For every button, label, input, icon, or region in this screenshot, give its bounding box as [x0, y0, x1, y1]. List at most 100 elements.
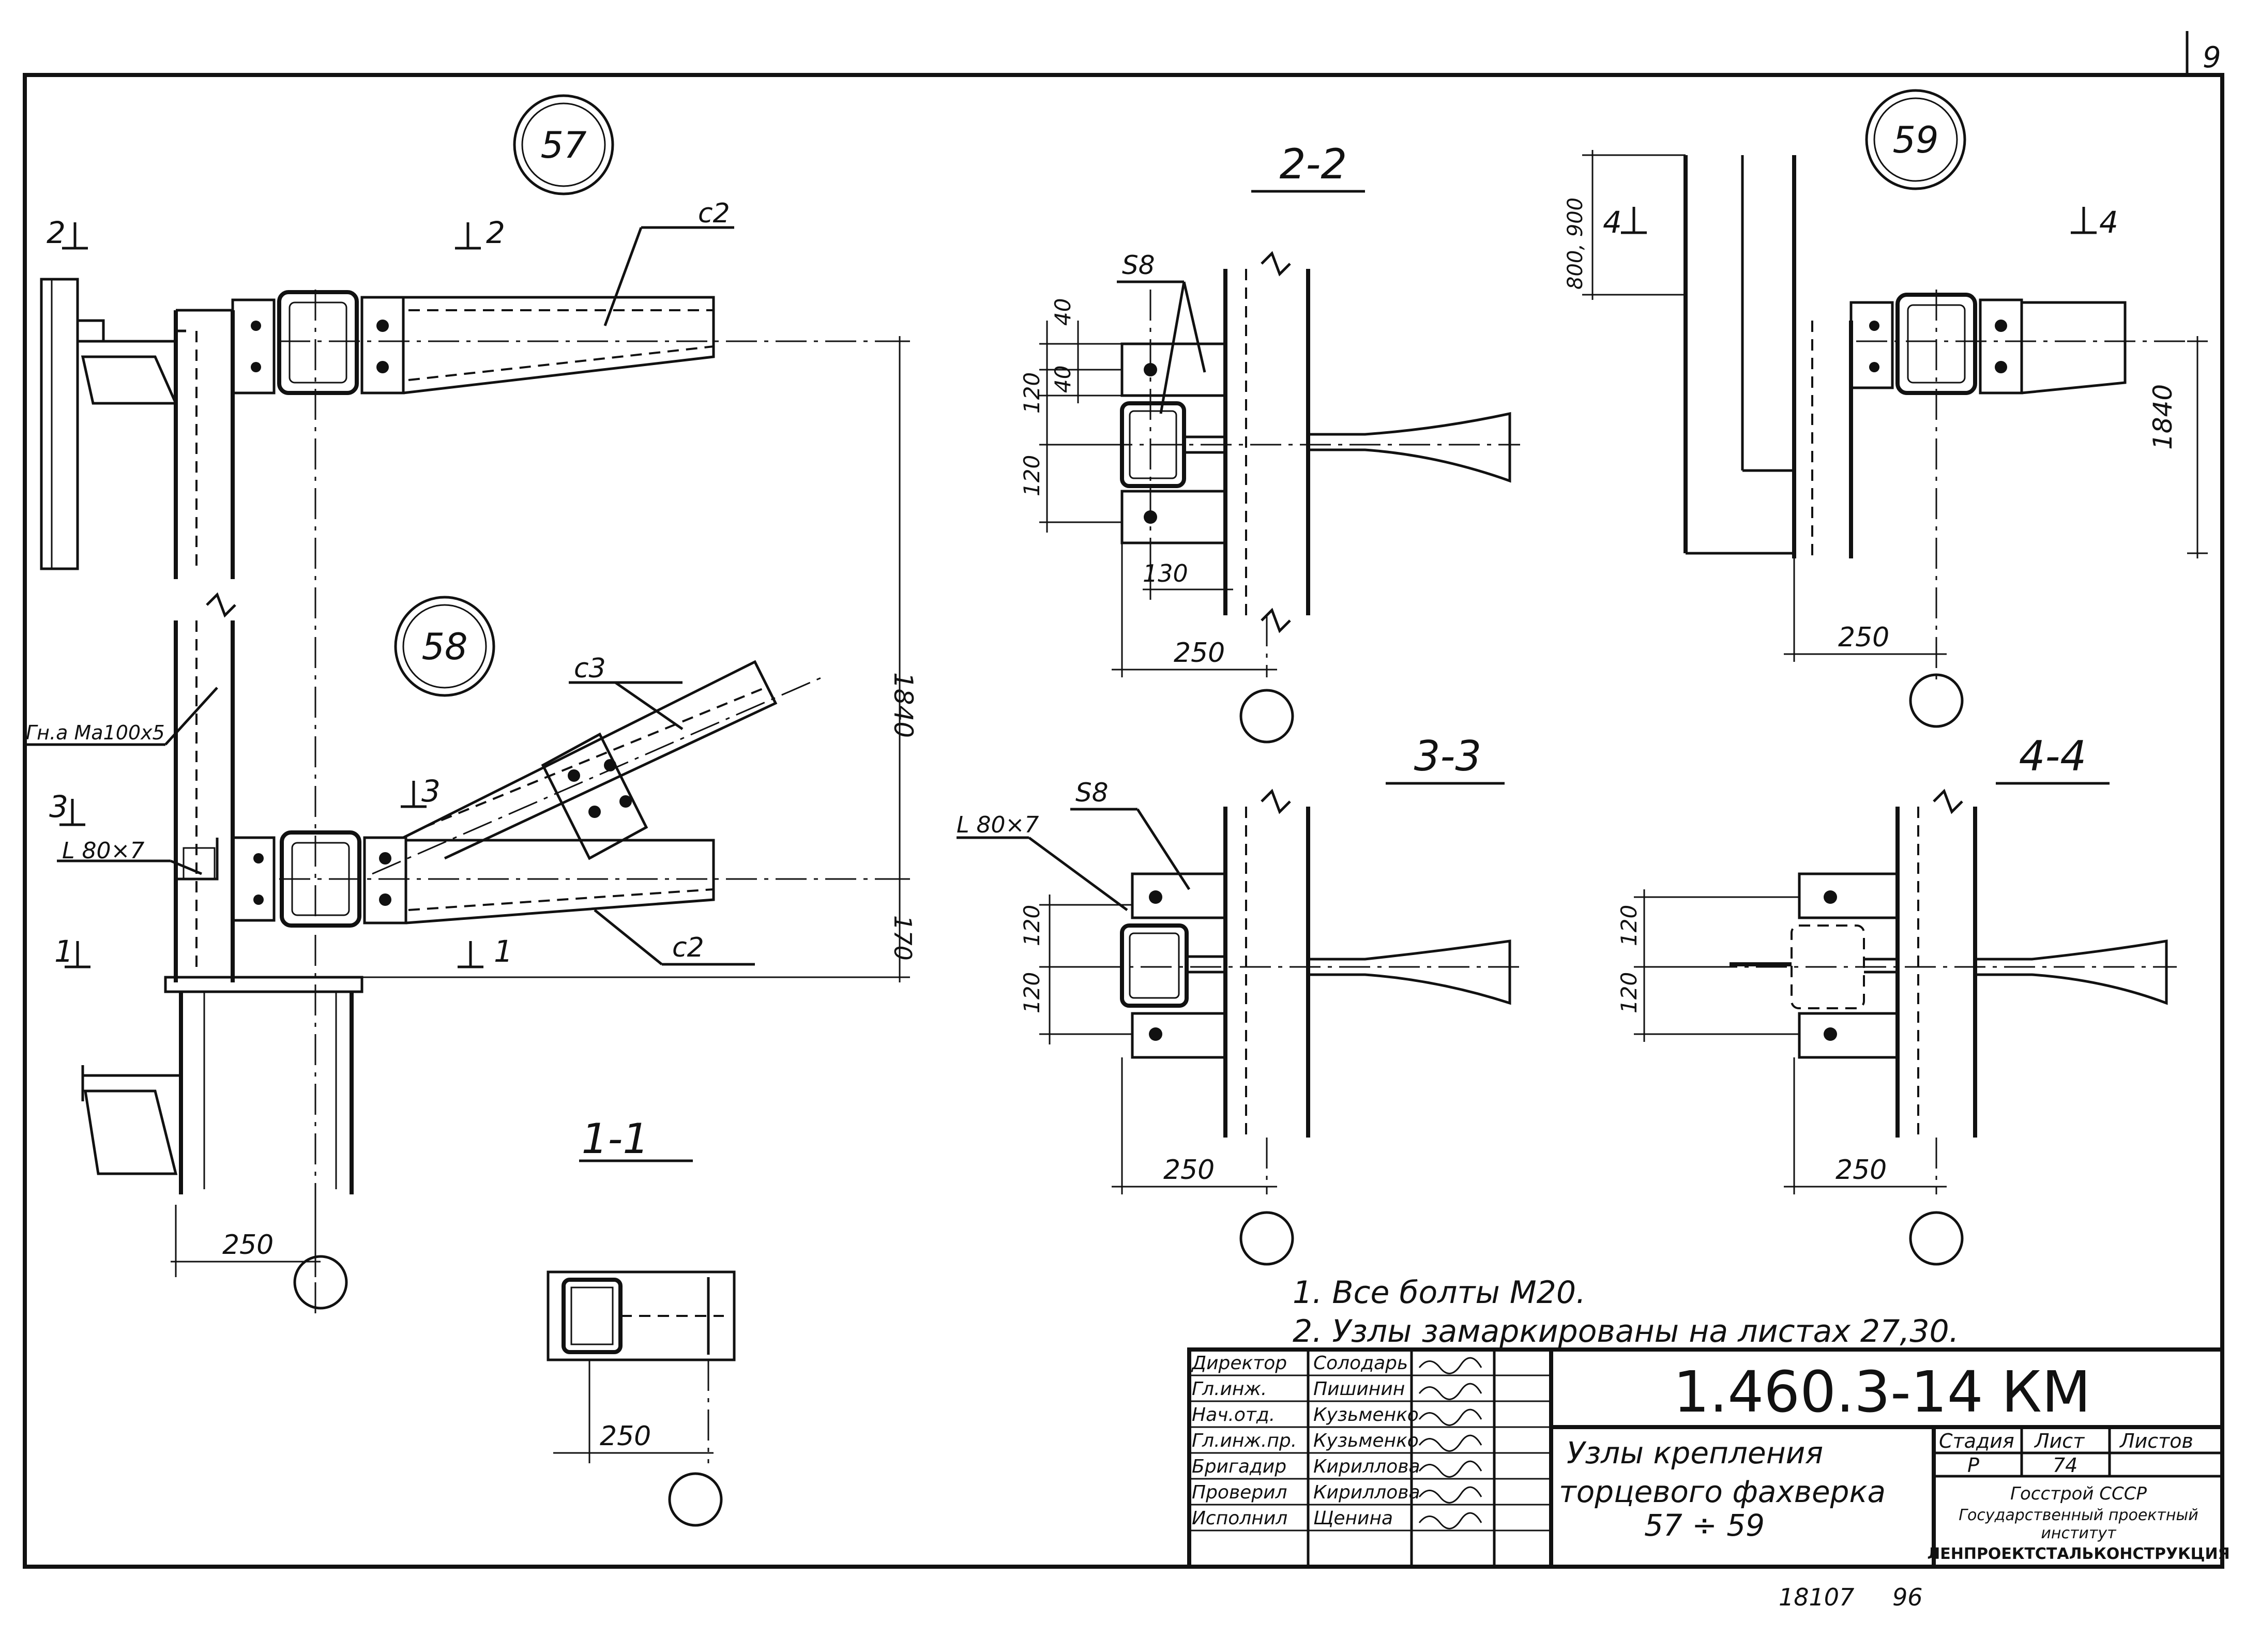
axis-bubble-section22 [1239, 689, 1294, 744]
note-1: 1. Все болты М20. [1293, 1275, 1586, 1311]
cut-1-right: 1 [494, 934, 513, 969]
dim-120-c: 120 [1019, 905, 1044, 946]
label-c2-top: c2 [698, 198, 730, 229]
section-2-2-drawing: 2-2 S8 40 40 120 120 [1019, 140, 1520, 744]
role-7: Исполнил [1192, 1508, 1287, 1529]
sheet-frame [23, 73, 2224, 1569]
name-5: Кириллова [1313, 1456, 1420, 1477]
node-59-drawing: 59 800, 900 1840 250 4 [1564, 89, 2208, 728]
cut-4-left: 4 [1603, 205, 1622, 240]
label-s8-section33: S8 [1075, 778, 1109, 808]
drawing-designation: 1.460.3-14 КМ [1673, 1359, 2091, 1425]
section-title-2-2: 2-2 [1280, 140, 1347, 188]
cut-3-right: 3 [421, 774, 441, 809]
dim-120-b: 120 [1019, 455, 1044, 496]
label-s8-section22: S8 [1122, 250, 1155, 280]
name-6: Кириллова [1313, 1482, 1420, 1503]
axis-bubble-section44 [1909, 1211, 1964, 1266]
sheet-value: 74 [2053, 1454, 2077, 1477]
title-line-3: 57 ÷ 59 [1644, 1508, 1765, 1543]
signature-7 [1418, 1512, 1482, 1529]
label-angle-2: L 80×7 [957, 812, 1039, 838]
node-57-circle [513, 94, 614, 195]
axis-bubble-node58 [293, 1255, 348, 1310]
section-4-4-drawing: 4-4 120 120 250 [1616, 732, 2177, 1266]
dim-250-section33: 250 [1163, 1155, 1215, 1186]
cut-2-left: 2 [47, 215, 66, 250]
signature-6 [1418, 1486, 1482, 1504]
axis-bubble-section33 [1239, 1211, 1294, 1266]
signature-3 [1418, 1408, 1482, 1426]
dim-170: 170 [889, 915, 917, 961]
dim-250-node58: 250 [222, 1230, 274, 1261]
role-4: Гл.инж.пр. [1192, 1430, 1297, 1451]
role-5: Бригадир [1192, 1456, 1286, 1477]
section-3-3-drawing: 3-3 S8 L 80×7 120 120 250 [957, 732, 1520, 1266]
stage-value: Р [1967, 1454, 1979, 1477]
sheet-header: Лист [2034, 1430, 2085, 1452]
dim-130: 130 [1143, 559, 1188, 587]
node-57-inner-circle [521, 102, 606, 187]
section-title-1-1: 1-1 [582, 1115, 649, 1163]
note-2: 2. Узлы замаркированы на листах 27,30. [1293, 1313, 1959, 1350]
name-7: Щенина [1313, 1508, 1393, 1529]
dim-40-b: 40 [1050, 366, 1075, 393]
name-3: Кузьменко [1313, 1404, 1419, 1426]
axis-bubble-node59 [1909, 673, 1964, 728]
role-1: Директор [1191, 1353, 1287, 1374]
org-line-2: Государственный проектный [1959, 1506, 2198, 1524]
title-line-2: торцевого фахверка [1559, 1474, 1886, 1509]
label-gnutyi: Гн.а Ма100х5 [26, 721, 165, 744]
role-2: Гл.инж. [1192, 1378, 1267, 1400]
plan-detail: 250 [547, 1270, 736, 1527]
archive-number: 18107 [1779, 1583, 1854, 1611]
node-57-label: 57 [540, 124, 586, 166]
box-section-57 [277, 290, 359, 395]
node-58-circle [394, 596, 495, 697]
section-title-4-4: 4-4 [2019, 732, 2087, 780]
dim-120-e: 120 [1616, 905, 1642, 946]
node-59-circle [1865, 89, 1966, 190]
role-3: Нач.отд. [1192, 1404, 1275, 1426]
sheets-header: Листов [2119, 1430, 2193, 1452]
stage-header: Стадия [1939, 1430, 2014, 1452]
name-2: Пишинин [1313, 1378, 1405, 1400]
cut-4-right: 4 [2099, 205, 2118, 240]
dim-40-a: 40 [1050, 298, 1075, 326]
dim-250-plan: 250 [600, 1421, 651, 1452]
title-line-1: Узлы крепления [1567, 1435, 1823, 1471]
page-number: 9 [2203, 41, 2221, 74]
org-line-4: ЛЕНПРОЕКТСТАЛЬКОНСТРУКЦИЯ [1927, 1545, 2229, 1563]
wall-column-57 [40, 278, 79, 570]
dim-250-section44: 250 [1836, 1155, 1887, 1186]
name-4: Кузьменко [1313, 1430, 1419, 1451]
dim-250-section22: 250 [1174, 638, 1225, 669]
cut-1-left: 1 [54, 934, 73, 969]
dim-120-a: 120 [1019, 372, 1044, 414]
role-6: Проверил [1192, 1482, 1287, 1503]
signature-4 [1418, 1434, 1482, 1452]
node-57-drawing: 57 2 2 c2 [40, 94, 900, 1313]
dim-120-f: 120 [1616, 972, 1642, 1013]
dim-800-900: 800, 900 [1564, 198, 1587, 290]
signature-2 [1418, 1383, 1482, 1400]
signature-5 [1418, 1460, 1482, 1478]
sheet-serial: 96 [1892, 1583, 1923, 1611]
dim-1840-right: 1840 [2148, 384, 2178, 450]
cut-2-right: 2 [486, 215, 505, 250]
dim-120-d: 120 [1019, 972, 1044, 1013]
label-c2-bottom: c2 [672, 932, 704, 963]
signature-1 [1418, 1357, 1482, 1374]
label-c3: c3 [574, 653, 606, 684]
name-1: Солодарь [1313, 1353, 1408, 1374]
title-block: Директор Солодарь Гл.инж. Пишинин Нач.от… [1187, 1347, 2230, 1569]
node-59-label: 59 [1892, 119, 1938, 161]
cut-3-left: 3 [49, 789, 68, 824]
node-58-label: 58 [421, 626, 467, 668]
dim-250-node59: 250 [1838, 622, 1889, 653]
org-line-1: Госстрой СССР [2010, 1483, 2147, 1504]
axis-bubble-plan [668, 1472, 723, 1527]
node-58-drawing: 58 Гн.а Ма [26, 336, 918, 1310]
